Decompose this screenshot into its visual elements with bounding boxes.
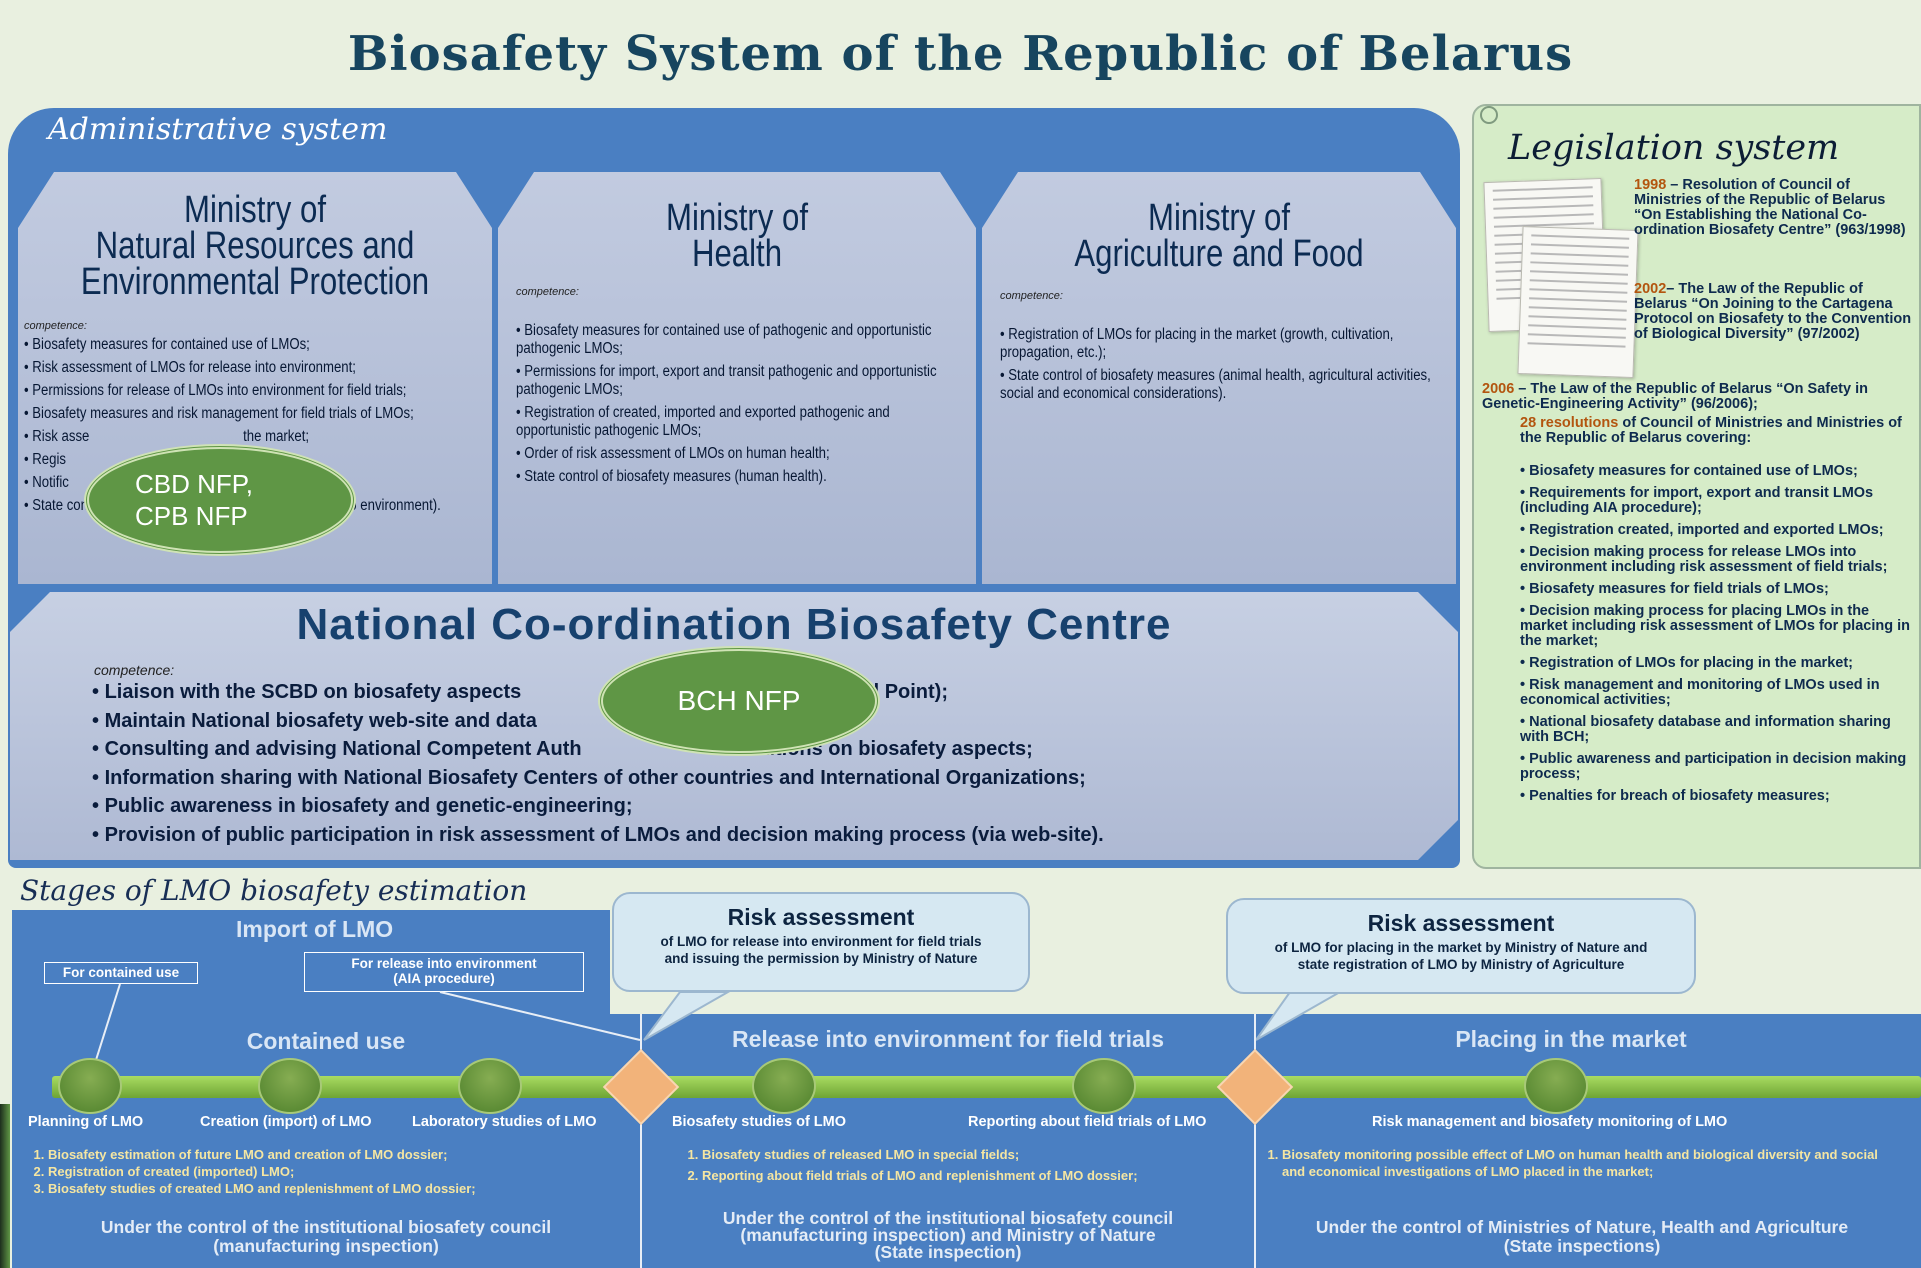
list-item: Biosafety studies of released LMO in spe…	[702, 1146, 1252, 1163]
import-title: Import of LMO	[236, 916, 394, 942]
list-item: Biosafety studies of created LMO and rep…	[48, 1180, 632, 1197]
market-steps: Biosafety monitoring possible effect of …	[1262, 1146, 1892, 1180]
risk-assessment-market-callout: Risk assessment of LMO for placing in th…	[1226, 898, 1696, 994]
node-label: Risk management and biosafety monitoring…	[1372, 1114, 1728, 1130]
ministry-title: Ministry of Natural Resources and Enviro…	[80, 189, 430, 303]
stages-panel	[12, 1014, 1921, 1268]
release-steps: Biosafety studies of released LMO in spe…	[682, 1146, 1252, 1188]
list-item: Requirements for import, export and tran…	[1520, 486, 1915, 516]
list-item: Biosafety measures and risk management f…	[24, 405, 475, 423]
timeline-node	[258, 1058, 322, 1114]
phase-divider	[640, 1014, 642, 1268]
list-item: Biosafety measures for contained use of …	[516, 322, 958, 358]
list-item: Public awareness and participation in de…	[1520, 752, 1915, 782]
list-item: Biosafety monitoring possible effect of …	[1282, 1146, 1892, 1180]
market-control: Under the control of Ministries of Natur…	[1315, 1217, 1849, 1256]
timeline-node	[1072, 1058, 1136, 1114]
callout-title: Risk assessment	[727, 904, 915, 930]
legislation-2006-entry: 2006 – The Law of the Republic of Belaru…	[1482, 381, 1868, 412]
list-item: Registration created, imported and expor…	[1520, 523, 1915, 538]
list-item: Permissions for import, export and trans…	[516, 363, 958, 399]
list-item: Registration of created, imported and ex…	[516, 404, 958, 440]
contained-use-control: Under the control of the institutional b…	[100, 1217, 552, 1256]
list-item: Biosafety measures for contained use of …	[24, 336, 475, 354]
import-release-box: For release into environment (AIA proced…	[304, 952, 584, 992]
timeline-node	[1524, 1058, 1588, 1114]
node-label: Biosafety studies of LMO	[672, 1114, 847, 1130]
list-item: Permissions for release of LMOs into env…	[24, 382, 475, 400]
ministry-title: Ministry of Health	[666, 197, 808, 275]
callout-body: of LMO for placing in the market by Mini…	[1274, 940, 1648, 972]
list-item: Risk asse the market;	[24, 428, 475, 446]
phase-release-title: Release into environment for field trial…	[732, 1026, 1164, 1052]
ministry-competence-list: Registration of LMOs for placing in the …	[1000, 326, 1442, 408]
list-item: Decision making process for placing LMOs…	[1520, 604, 1915, 649]
phase-market-title: Placing in the market	[1455, 1026, 1687, 1052]
phase-contained-use-title: Contained use	[246, 1028, 406, 1054]
list-item: Provision of public participation in ris…	[92, 821, 1104, 850]
legislation-list: Biosafety measures for contained use of …	[1520, 464, 1915, 811]
legislation-title: Legislation system	[1508, 128, 1840, 168]
node-label: Planning of LMO	[28, 1114, 144, 1130]
list-item: Reporting about field trials of LMO and …	[702, 1167, 1252, 1184]
list-item: State control of biosafety measures (hum…	[516, 468, 958, 486]
ministry-competence-list: Biosafety measures for contained use of …	[516, 322, 958, 491]
node-label: Laboratory studies of LMO	[412, 1114, 597, 1130]
competence-label: competence:	[1000, 290, 1063, 302]
list-item: Public awareness in biosafety and geneti…	[92, 792, 1104, 821]
phase-divider	[1254, 1014, 1256, 1268]
list-item: Penalties for breach of biosafety measur…	[1520, 789, 1915, 804]
ministry-title: Ministry of Agriculture and Food	[1074, 197, 1364, 275]
stages-title: Stages of LMO biosafety estimation	[20, 874, 528, 907]
timeline-node	[752, 1058, 816, 1114]
list-item: Biosafety measures for field trials of L…	[1520, 582, 1915, 597]
legislation-resolutions-entry: 28 resolutions of Council of Ministries …	[1520, 415, 1902, 446]
risk-assessment-field-trials-callout: Risk assessment of LMO for release into …	[612, 892, 1030, 992]
list-item: Biosafety measures for contained use of …	[1520, 464, 1915, 479]
legislation-1998-entry: 1998 – Resolution of Council of Ministri…	[1634, 177, 1906, 238]
competence-label: competence:	[516, 286, 579, 298]
frame-corner-decoration	[0, 1104, 10, 1268]
import-contained-box: For contained use	[44, 962, 198, 984]
bch-nfp-oval: BCH NFP	[598, 646, 880, 756]
timeline-node	[458, 1058, 522, 1114]
list-item: Notific	[24, 474, 475, 492]
list-item: Registration of LMOs for placing in the …	[1000, 326, 1442, 362]
list-item: Biosafety estimation of future LMO and c…	[48, 1146, 632, 1163]
callout-body: of LMO for release into environment for …	[660, 934, 982, 966]
administrative-system-title: Administrative system	[48, 112, 388, 147]
competence-label: competence:	[94, 662, 175, 678]
ncbc-title: National Co-ordination Biosafety Centre	[296, 600, 1172, 649]
list-item: State control of biosafety measures (ani…	[1000, 367, 1442, 403]
list-item: Registration of LMOs for placing in the …	[1520, 656, 1915, 671]
list-item: Order of risk assessment of LMOs on huma…	[516, 445, 958, 463]
list-item: Decision making process for release LMOs…	[1520, 545, 1915, 575]
release-control: Under the control of the institutional b…	[722, 1208, 1174, 1262]
list-item: Liaison with the SCBD on biosafety aspec…	[92, 678, 1104, 707]
scroll-curl-icon	[1480, 106, 1498, 124]
ministry-health-card: Ministry of Health competence: Biosafety…	[498, 172, 976, 584]
contained-use-steps: Biosafety estimation of future LMO and c…	[28, 1146, 632, 1197]
list-item: Information sharing with National Biosaf…	[92, 764, 1104, 793]
competence-label: competence:	[24, 320, 87, 332]
callout-title: Risk assessment	[1367, 910, 1555, 936]
node-label: Reporting about field trials of LMO	[968, 1114, 1207, 1130]
list-item: Registration of created (imported) LMO;	[48, 1163, 632, 1180]
list-item: National biosafety database and informat…	[1520, 715, 1915, 745]
page-title: Biosafety System of the Republic of Bela…	[347, 26, 1574, 82]
timeline-node	[58, 1058, 122, 1114]
timeline-bar	[52, 1076, 1921, 1098]
cbd-cpb-nfp-oval: CBD NFP, CPB NFP	[84, 444, 356, 556]
list-item: Risk management and monitoring of LMOs u…	[1520, 678, 1915, 708]
legislation-2002-entry: 2002– The Law of the Republic of Belarus…	[1634, 281, 1912, 342]
ministry-agriculture-card: Ministry of Agriculture and Food compete…	[982, 172, 1456, 584]
node-label: Creation (import) of LMO	[200, 1114, 372, 1130]
list-item: Maintain National biosafety web-site and…	[92, 707, 1104, 736]
list-item: Risk assessment of LMOs for release into…	[24, 359, 475, 377]
